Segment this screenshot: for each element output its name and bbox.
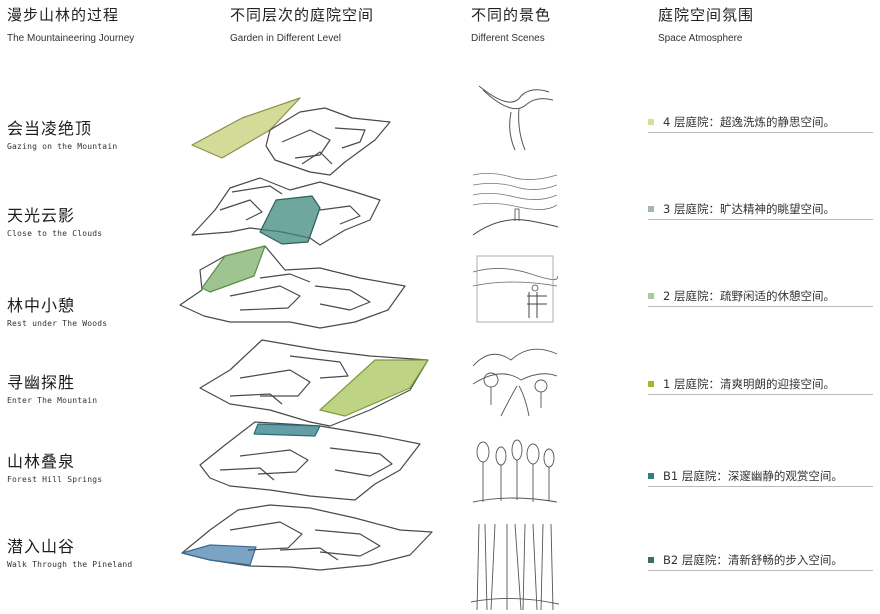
atmosphere-item-4: 4 层庭院：超逸洗炼的静思空间。 (648, 114, 873, 133)
floor-plan-stack (179, 97, 433, 571)
floor-plan-level-3 (191, 177, 381, 246)
color-swatch (648, 557, 654, 563)
garden-level-4 (191, 97, 301, 159)
level-label-2-en: Rest under The Woods (7, 319, 108, 328)
atmosphere-item-b1: B1 层庭院：深邃幽静的观赏空间。 (648, 468, 873, 487)
level-label-4-en: Gazing on the Mountain (7, 142, 118, 151)
level-label-1: 寻幽探胜 Enter The Mountain (7, 369, 97, 405)
floor-plan-level-2 (179, 245, 406, 329)
level-label-3: 天光云影 Close to the Clouds (7, 202, 102, 238)
atmosphere-item-2: 2 层庭院：疏野闲适的休憩空间。 (648, 288, 873, 307)
header-atmosphere: 庭院空间氛围 Space Atmosphere (658, 4, 754, 44)
header-journey-en: The Mountaineering Journey (7, 33, 135, 44)
level-label-b1-zh: 山林叠泉 (7, 452, 76, 471)
atmosphere-text: B1 层庭院：深邃幽静的观赏空间。 (663, 469, 843, 483)
atmosphere-item-3: 3 层庭院：旷达精神的眺望空间。 (648, 201, 873, 220)
level-label-b2: 潜入山谷 Walk Through the Pineland (7, 533, 132, 569)
level-label-2-zh: 林中小憩 (7, 296, 76, 315)
level-label-3-en: Close to the Clouds (7, 229, 103, 238)
atmosphere-item-b2: B2 层庭院：清新舒畅的步入空间。 (648, 552, 873, 571)
header-garden-level: 不同层次的庭院空间 Garden in Different Level (230, 4, 374, 44)
level-label-4: 会当凌绝顶 Gazing on the Mountain (7, 115, 117, 151)
atmosphere-text: B2 层庭院：清新舒畅的步入空间。 (663, 553, 843, 567)
scene-woods-rest (471, 252, 559, 326)
level-label-1-zh: 寻幽探胜 (7, 373, 76, 392)
color-swatch (648, 473, 654, 479)
header-garden-level-zh: 不同层次的庭院空间 (230, 6, 375, 24)
floor-plan-level-b2 (181, 504, 433, 571)
color-swatch (648, 206, 654, 212)
level-label-b1: 山林叠泉 Forest Hill Springs (7, 448, 102, 484)
garden-level-b1 (253, 423, 321, 437)
level-label-b2-zh: 潜入山谷 (7, 537, 76, 556)
level-label-b2-en: Walk Through the Pineland (7, 560, 133, 569)
header-garden-level-en: Garden in Different Level (230, 33, 341, 44)
garden-level-b2 (181, 544, 257, 566)
level-label-2: 林中小憩 Rest under The Woods (7, 292, 107, 328)
header-atmosphere-zh: 庭院空间氛围 (658, 6, 755, 24)
scene-enter-mountain (471, 336, 559, 418)
color-swatch (648, 119, 654, 125)
color-swatch (648, 293, 654, 299)
scene-pineland (471, 524, 559, 610)
floor-plan-level-4 (191, 97, 391, 176)
atmosphere-text: 2 层庭院：疏野闲适的休憩空间。 (663, 289, 835, 303)
atmosphere-text: 1 层庭院：清爽明朗的迎接空间。 (663, 377, 835, 391)
header-scenes: 不同的景色 Different Scenes (471, 4, 551, 44)
level-label-1-en: Enter The Mountain (7, 396, 98, 405)
scene-mountain-road (471, 82, 559, 152)
header-atmosphere-en: Space Atmosphere (658, 33, 743, 44)
garden-level-2 (201, 245, 266, 293)
level-label-3-zh: 天光云影 (7, 206, 76, 225)
atmosphere-text: 4 层庭院：超逸洗炼的静思空间。 (663, 115, 835, 129)
floor-plan-level-b1 (199, 421, 421, 501)
floor-plan-level-1 (199, 339, 429, 427)
scene-clouds (471, 165, 559, 243)
header-journey-zh: 漫步山林的过程 (7, 6, 120, 24)
level-label-4-zh: 会当凌绝顶 (7, 119, 93, 138)
color-swatch (648, 381, 654, 387)
header-scenes-zh: 不同的景色 (471, 6, 552, 24)
garden-level-3 (259, 195, 321, 245)
header-journey: 漫步山林的过程 The Mountaineering Journey (7, 4, 134, 44)
header-scenes-en: Different Scenes (471, 33, 545, 44)
garden-level-1 (319, 359, 429, 417)
atmosphere-item-1: 1 层庭院：清爽明朗的迎接空间。 (648, 376, 873, 395)
atmosphere-text: 3 层庭院：旷达精神的眺望空间。 (663, 202, 835, 216)
scene-forest-springs (471, 436, 559, 512)
level-label-b1-en: Forest Hill Springs (7, 475, 103, 484)
